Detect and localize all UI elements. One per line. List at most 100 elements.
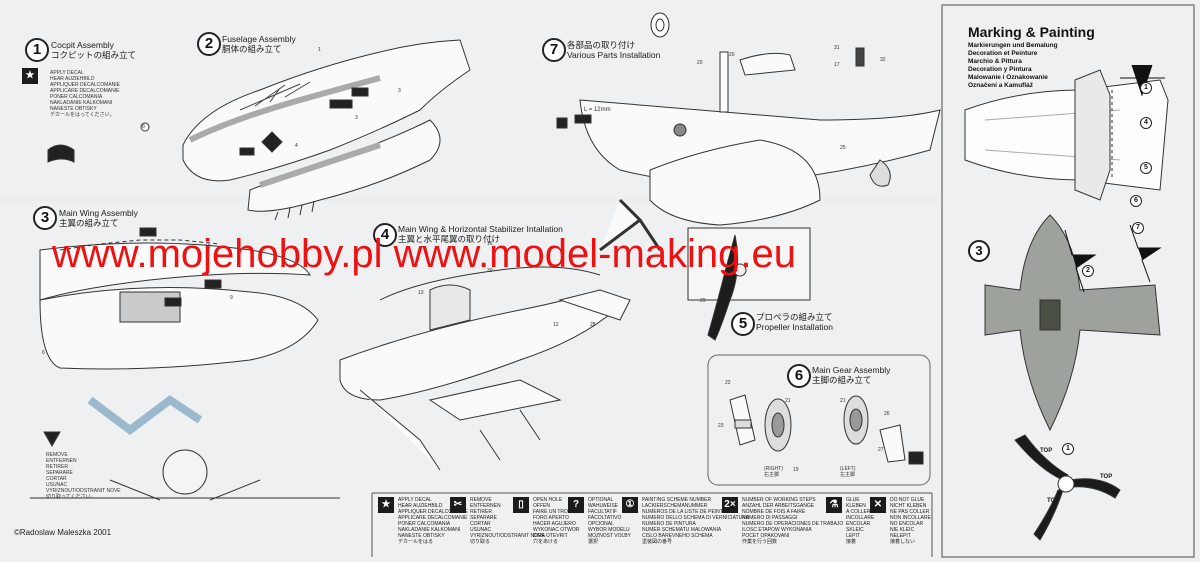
marking-sub-2: Decoration et Peinture (968, 50, 1038, 57)
step-7-title-jp: 各部品の取り付け (567, 40, 636, 50)
repeat-count-icon: 2× (722, 497, 738, 513)
marking-sub-6: Označení a Kamufláž (968, 82, 1034, 89)
part-13: 13 (418, 290, 424, 296)
step-5-number: 5 (731, 312, 755, 336)
main-gear-drawing (707, 354, 931, 486)
step-2-title: Fuselage Assembly (222, 34, 296, 44)
decal-icon: ★ (22, 68, 38, 84)
legend-do-not-glue: ✕ DO NOT GLUE NICHT KLEBEN NE PAS COLLER… (870, 497, 931, 557)
step-2-title-jp: 胴体の組み立て (222, 44, 282, 54)
part-32: 32 (880, 57, 886, 63)
marking-callout-1: 1 (1140, 82, 1152, 94)
step-4-title: Main Wing & Horizontal Stabilizer Intall… (398, 224, 563, 234)
aircraft-top-view (964, 64, 1169, 201)
step-2-number: 2 (197, 32, 221, 56)
legend-text: OPEN HOLE OFFEN FAIRE UN TROU FORO APERT… (533, 497, 580, 545)
marking-callout-2: 2 (1082, 265, 1094, 277)
step-6-title-jp: 主脚の組み立て (812, 375, 872, 385)
part-27: 27 (878, 447, 884, 453)
legend-working-steps: 2× NUMBER OF WORKING STEPS ANZAHL DER AR… (722, 497, 843, 557)
step-3-title: Main Wing Assembly (59, 208, 138, 218)
prop-callout-1: 1 (1062, 443, 1074, 455)
legend-text: APPLY DECAL HEAR AUZIEHBILD APPLIQUER DE… (398, 497, 469, 545)
part-29: 29 (700, 298, 706, 304)
aircraft-bottom-view (984, 214, 1162, 432)
part-3b: 3 (355, 115, 358, 121)
step-3-title-jp: 主翼の組み立て (59, 218, 119, 228)
part-31: 31 (834, 45, 840, 51)
watermark-text: www.mojehobby.pl www.model-making.eu (52, 232, 797, 276)
part-1: 1 (318, 47, 321, 53)
part-21: 21 (785, 398, 791, 404)
step-4-title-jp: 主翼と水平尾翼の取り付け (398, 234, 501, 244)
glue-icon: ⚗ (826, 497, 842, 513)
part-22: 22 (725, 380, 731, 386)
scheme-number-icon: ① (622, 497, 638, 513)
part-20: 20 (697, 60, 703, 66)
remove-note: REMOVE ENTFERNEN RETIRER SEPARARE CORTAR… (46, 452, 121, 500)
part-21b: 21 (840, 398, 846, 404)
step-7-number: 7 (542, 38, 566, 62)
step-3-number: 3 (33, 206, 57, 230)
legend-glue: ⚗ GLUE KLEBEN A COLLER INCOLLARE ENCOLAR… (826, 497, 874, 557)
wing-stabilizer-drawing (339, 266, 631, 471)
marking-callout-5: 5 (1140, 162, 1152, 174)
part-19: 19 (793, 467, 799, 473)
marking-sub-3: Marchio & Pittura (968, 58, 1022, 65)
main-wing-drawing (30, 227, 340, 501)
gear-right-label: (RIGHT) 右主脚 (764, 466, 783, 478)
prop-top-label-1: TOP (1040, 448, 1053, 454)
legend-remove: ✂ REMOVE ENTFERNEN RETIRER SEPARARE CORT… (450, 497, 545, 557)
marking-title: Marking & Painting (968, 24, 1095, 40)
legend-optional: ? OPTIONAL WAHLWEISE FACULTATIF FACOLTAT… (568, 497, 631, 557)
cockpit-part-drawing (47, 122, 150, 163)
legend-text: NUMBER OF WORKING STEPS ANZAHL DER ARBEI… (742, 497, 844, 545)
marking-callout-4: 4 (1140, 117, 1152, 129)
legend-painting-scheme: ① PAINTING SCHEME NUMBER LACKIERSCHEMANU… (622, 497, 749, 557)
part-9: 9 (230, 295, 233, 301)
marking-sub-5: Malowanie i Oznakowanie (968, 74, 1048, 81)
step-7-title: Various Parts Installation (567, 50, 661, 60)
marking-sub-4: Decoration y Pintura (968, 66, 1032, 73)
hole-icon: ▯ (513, 497, 529, 513)
marking-sub-1: Markierungen und Bemalung (968, 42, 1058, 49)
copyright: ©Radoslaw Maleszka 2001 (14, 528, 112, 537)
no-glue-icon: ✕ (870, 497, 886, 513)
star-icon: ★ (378, 497, 394, 513)
part-10: 10 (205, 244, 211, 250)
part-23: 23 (718, 423, 724, 429)
legend-text: DO NOT GLUE NICHT KLEBEN NE PAS COLLER N… (890, 497, 931, 545)
fuselage-drawing (182, 39, 471, 221)
part-25: 25 (840, 145, 846, 151)
part-26: 26 (884, 411, 890, 417)
legend-open-hole: ▯ OPEN HOLE OFFEN FAIRE UN TROU FORO APE… (513, 497, 579, 557)
part-6: 6 (42, 350, 45, 356)
question-icon: ? (568, 497, 584, 513)
step-1-title: Cocpit Assembly (51, 40, 114, 50)
decal-note: APPLY DECAL HEAR AUZIEHBILD APPLIQUER DE… (50, 70, 121, 118)
step-6-number: 6 (787, 364, 811, 388)
step-4-number: 4 (373, 223, 397, 247)
part-3: 3 (398, 88, 401, 94)
propeller-spinner-view (1014, 434, 1121, 541)
step-6-title: Main Gear Assembly (812, 365, 891, 375)
step-1-number: 1 (25, 38, 49, 62)
part-4: 4 (295, 143, 298, 149)
part-12: 12 (553, 322, 559, 328)
prop-top-label-3: TOP (1047, 498, 1060, 504)
legend-apply-decal: ★ APPLY DECAL HEAR AUZIEHBILD APPLIQUER … (378, 497, 468, 557)
part-30: 30 (487, 268, 493, 274)
gear-left-label: (LEFT) 左主脚 (840, 466, 856, 478)
part-16: 16 (487, 241, 493, 247)
part-28: 28 (590, 322, 596, 328)
legend-text: OPTIONAL WAHLWEISE FACULTATIF FACOLTATIV… (588, 497, 631, 545)
legend-text: GLUE KLEBEN A COLLER INCOLLARE ENCOLAR S… (846, 497, 875, 545)
propeller-drawing (687, 227, 811, 341)
step-5-title-jp: プロペラの組み立て (756, 312, 833, 322)
part-20b: 20 (729, 52, 735, 58)
part-17: 17 (834, 62, 840, 68)
prop-top-label-2: TOP (1100, 474, 1113, 480)
marking-callout-7: 7 (1132, 222, 1144, 234)
scissors-icon: ✂ (450, 497, 466, 513)
